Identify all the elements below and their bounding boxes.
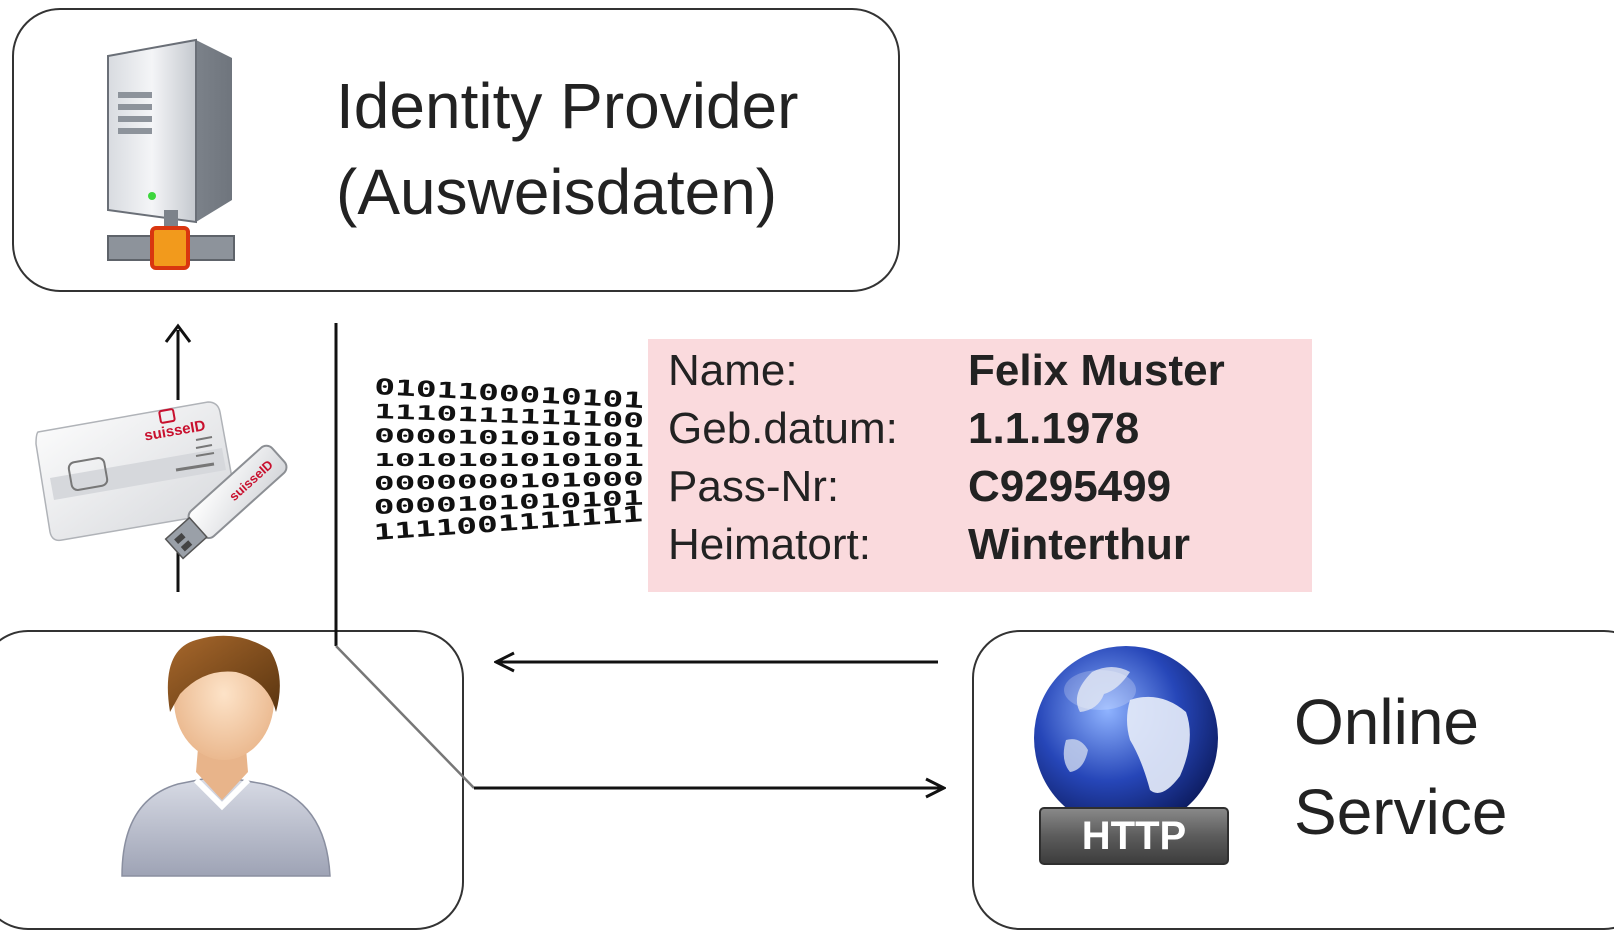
binary-line: 0000000101000	[374, 468, 644, 495]
info-row-name: Name: Felix Muster	[668, 343, 1225, 399]
binary-stream-icon: 0101100010101 1110111111100 000010101010…	[373, 375, 645, 546]
online-service-title: Online	[1294, 686, 1479, 758]
identity-data-panel: Name: Felix Muster Geb.datum: 1.1.1978 Pas…	[648, 339, 1312, 592]
user-avatar-icon	[121, 635, 331, 877]
info-key: Name:	[668, 346, 798, 395]
info-key: Pass-Nr:	[668, 462, 840, 511]
diagram-graphics: suisseID suisseID 0101100010101 11101111…	[35, 38, 1229, 877]
binary-line: 1010101010101	[374, 450, 644, 471]
info-row-passport: Pass-Nr: C9295499	[668, 459, 1171, 515]
identity-provider-title: Identity Provider	[336, 70, 799, 142]
identity-provider-subtitle: (Ausweisdaten)	[336, 156, 778, 228]
info-key: Geb.datum:	[668, 404, 898, 453]
info-value: 1.1.1978	[968, 404, 1140, 453]
info-row-hometown: Heimatort: Winterthur	[668, 517, 1190, 573]
globe-http-icon: HTTP	[1034, 646, 1229, 865]
online-service-subtitle: Service	[1294, 776, 1508, 848]
arrow-up-head	[164, 323, 192, 343]
http-badge: HTTP	[1082, 814, 1186, 858]
info-key: Heimatort:	[668, 520, 871, 569]
info-value: Felix Muster	[968, 346, 1225, 395]
info-row-birthdate: Geb.datum: 1.1.1978	[668, 401, 1139, 457]
server-icon	[107, 38, 235, 270]
info-value: Winterthur	[968, 520, 1191, 569]
diagonal-connector	[335, 645, 475, 789]
suisseid-card-icon: suisseID	[35, 401, 237, 542]
binary-line: 0000101010101	[374, 425, 644, 452]
info-value: C9295499	[968, 462, 1172, 511]
